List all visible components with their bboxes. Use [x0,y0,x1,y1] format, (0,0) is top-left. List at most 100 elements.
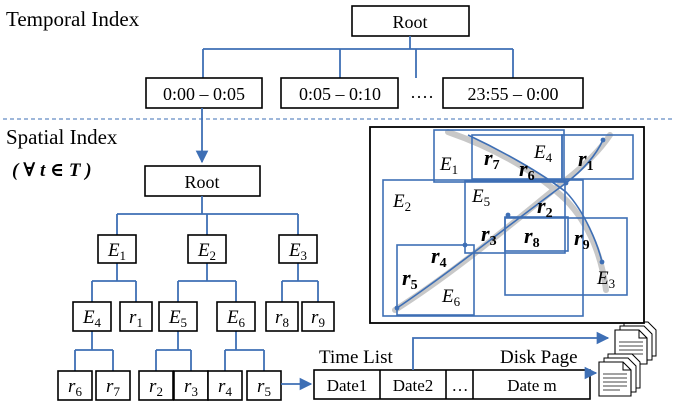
mbr-e1 [433,129,565,183]
road-main [445,129,609,293]
map-label-e2-sub: 2 [405,199,412,214]
node-e2-base: E [197,240,210,261]
svg-text:r2: r2 [537,193,553,221]
map-label-r1-base: r [578,146,587,171]
svg-text:r7: r7 [106,376,120,399]
leaf-r7: r7 [95,370,131,401]
svg-text:E3: E3 [596,268,615,291]
node-r9-sub: 9 [318,315,325,330]
node-e6: E6 [216,301,256,332]
node-e3-sub: 3 [301,248,308,263]
svg-text:r8: r8 [275,307,289,330]
node-r1-base: r [129,307,137,328]
spatial-root-label: Root [184,172,219,192]
interval-label-last: 23:55 – 0:00 [467,84,558,104]
leaf-r3: r3 [173,370,209,401]
node-e2-sub: 2 [210,248,217,263]
leaf-r3-sub: 3 [191,384,198,399]
time-list-label: Time List [319,347,393,368]
svg-text:r4: r4 [218,376,232,399]
svg-text:r1: r1 [129,307,143,330]
leaf-r4: r4 [207,370,243,401]
map-label-e1-base: E [439,154,452,175]
map-label-r6-base: r [519,156,528,181]
time-list: Date1 Date2 … Date m [313,369,591,400]
map-label-r6-sub: 6 [528,169,535,184]
leaf-r6-sub: 6 [75,384,82,399]
node-e6-sub: 6 [239,315,246,330]
map-label-r3-base: r [481,221,490,246]
svg-text:r7: r7 [484,145,500,173]
tree-connectors [74,196,319,371]
map-label-r7-sub: 7 [493,158,500,173]
node-e3-base: E [288,240,301,261]
leaf-r2-base: r [149,376,157,397]
map-label-e4-sub: 4 [546,150,553,165]
svg-text:r5: r5 [257,376,271,399]
map-label-r3-sub: 3 [490,234,497,249]
node-r8-sub: 8 [282,315,289,330]
node-e4-base: E [82,307,95,328]
svg-text:E3: E3 [288,240,307,263]
map-label-r4-base: r [431,243,440,268]
map-label-r8-base: r [524,223,533,248]
svg-text:r9: r9 [574,225,590,253]
svg-text:r4: r4 [431,243,447,271]
leaf-r4-base: r [218,376,226,397]
mbr-e3 [504,217,628,296]
road-segments [396,134,604,309]
mbr-e2 [382,179,584,317]
leaf-r5: r5 [246,370,282,401]
leaf-r7-sub: 7 [113,384,120,399]
segment-endpoints [394,137,606,311]
disk-page-document-icon-bottom [598,353,641,397]
interval-node-2: 0:05 – 0:10 [280,77,399,109]
leaf-r5-sub: 5 [264,384,271,399]
svg-text:r3: r3 [184,376,198,399]
svg-text:E2: E2 [392,191,411,214]
map-label-r4-sub: 4 [440,256,447,271]
node-e1-sub: 1 [120,248,127,263]
node-e3: E3 [278,234,318,264]
temporal-index-title: Temporal Index [6,7,140,31]
node-r8: r8 [265,301,299,332]
interval-node-1: 0:00 – 0:05 [145,77,263,109]
svg-text:E5: E5 [471,186,490,209]
svg-text:E1: E1 [439,154,458,177]
leaf-r6: r6 [57,370,93,401]
map-label-e4-base: E [533,142,546,163]
svg-text:r1: r1 [578,146,594,174]
map-label-e5-sub: 5 [484,194,491,209]
spatial-map: E1 E4 E2 E5 E6 E3 r7 r6 r1 r2 r8 r3 r9 r… [369,126,645,324]
map-label-e2-base: E [392,191,405,212]
node-e5: E5 [158,301,198,332]
interval-label-1: 0:00 – 0:05 [163,84,245,104]
spatial-index-title: Spatial Index [6,125,118,149]
map-label-r5-base: r [402,265,411,290]
node-r9-base: r [311,307,319,328]
map-label-r2-sub: 2 [546,206,553,221]
svg-text:r6: r6 [68,376,82,399]
node-e2: E2 [187,234,227,264]
map-label-e5-base: E [471,186,484,207]
interval-label-2: 0:05 – 0:10 [299,84,381,104]
map-label-e6-sub: 6 [454,294,461,309]
map-label-r9-base: r [574,225,583,250]
svg-text:E2: E2 [197,240,216,263]
interval-ellipsis: ···· [410,87,434,107]
map-label-r5-sub: 5 [411,278,418,293]
temporal-root-node: Root [351,5,470,37]
map-label-e3-sub: 3 [609,276,616,291]
time-list-cell-ellipsis: … [452,376,469,395]
leaf-r3-base: r [184,376,192,397]
node-r1-sub: 1 [136,315,143,330]
time-list-cell-1: Date1 [327,376,368,395]
svg-text:r3: r3 [481,221,497,249]
map-label-r1-sub: 1 [587,159,594,174]
leaf-r7-base: r [106,376,114,397]
leaf-r2-sub: 2 [156,384,163,399]
svg-text:E6: E6 [441,286,461,309]
map-label-e3-base: E [596,268,609,289]
node-e5-sub: 5 [181,315,188,330]
